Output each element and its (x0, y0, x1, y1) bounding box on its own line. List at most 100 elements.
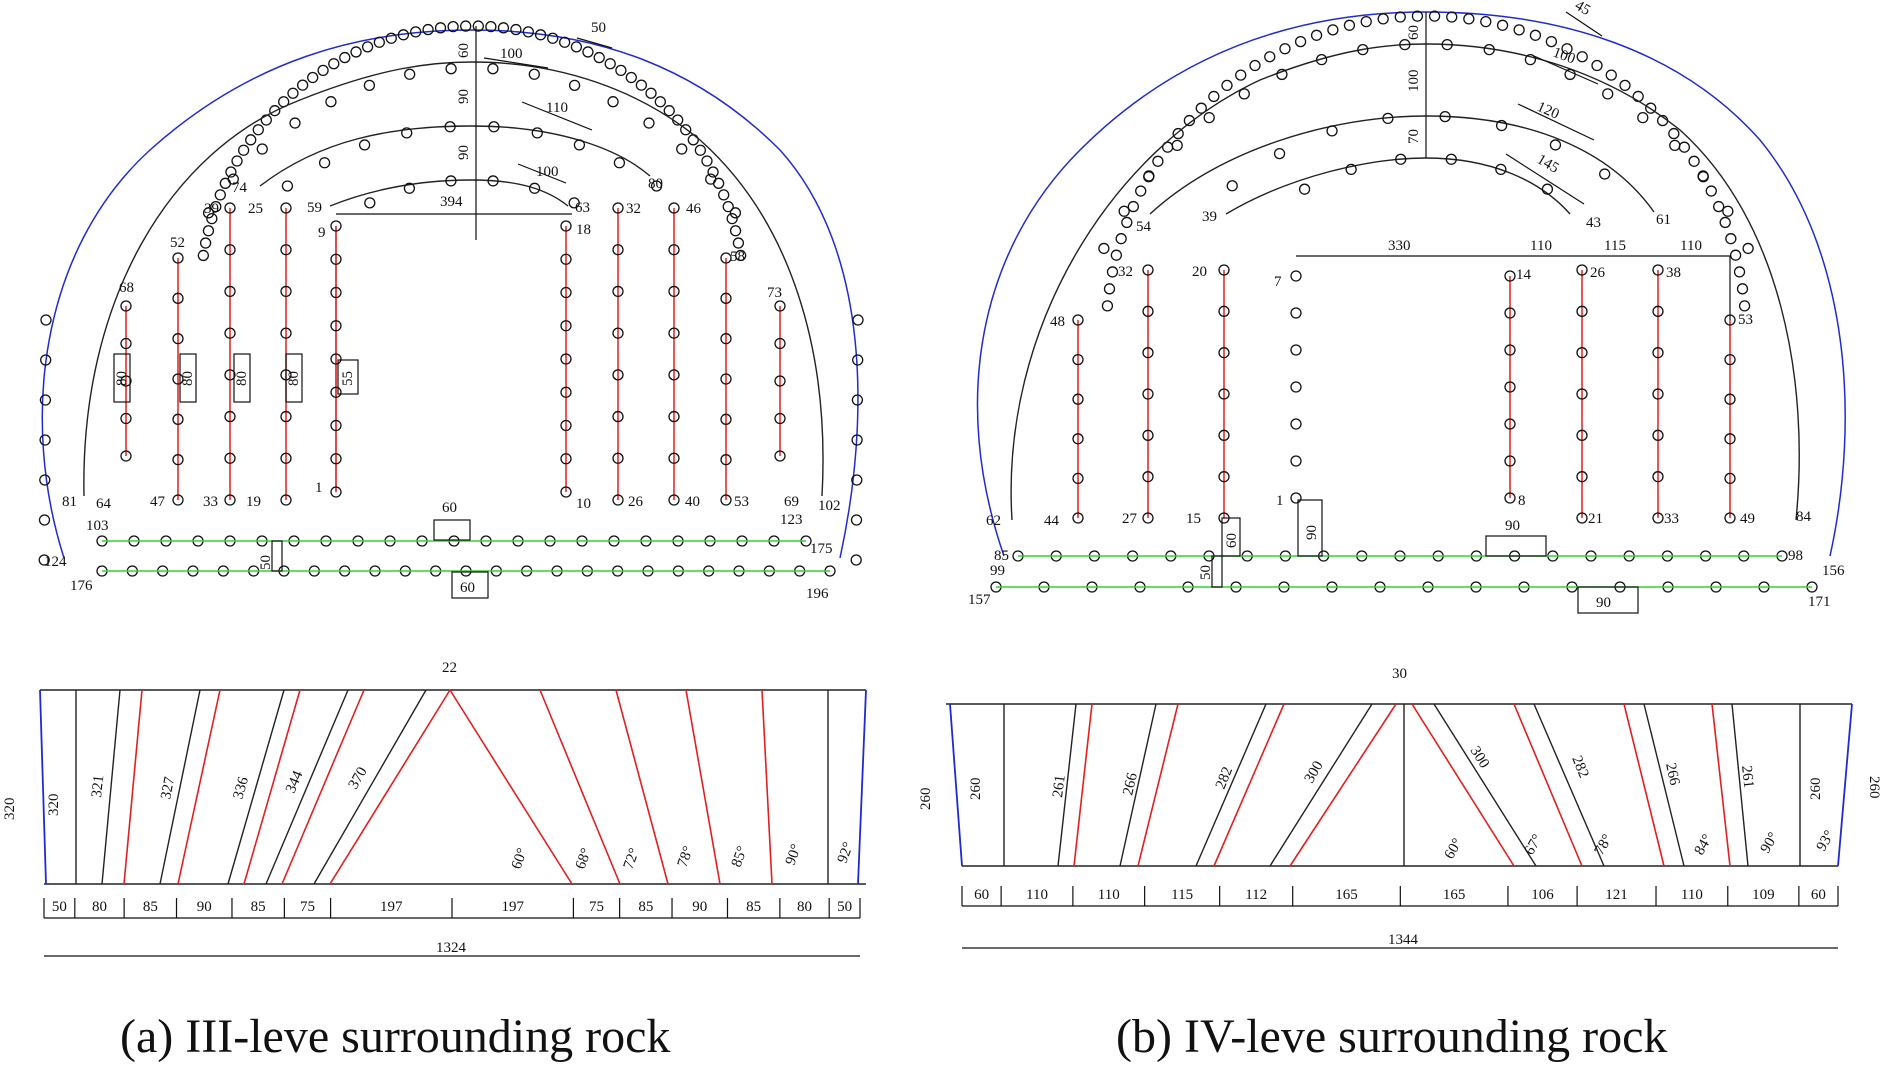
blast-hole (560, 220, 572, 232)
hole-label: 25 (248, 201, 263, 217)
panel-b-hole-labels: 99 62 44 27 15 1 8 21 33 49 84 156 98 85… (968, 209, 1845, 610)
blast-hole (510, 23, 522, 36)
blast-hole (434, 22, 447, 34)
panel-b-longitudinal-section: 260 260 260 260 261 266 282 300 300 282 … (918, 666, 1882, 949)
hole-label: 7 (1274, 274, 1282, 290)
blast-hole (1738, 300, 1751, 312)
hole-label: 103 (86, 518, 109, 534)
blast-hole (280, 494, 292, 506)
blast-hole (231, 155, 243, 167)
blast-hole (612, 452, 624, 464)
blast-hole (472, 20, 484, 32)
blast-hole (1652, 347, 1664, 359)
blast-hole (560, 320, 572, 332)
panel-a-hole-labels: 124 81 64 47 33 19 1 10 26 40 53 69 123 … (44, 176, 841, 602)
blast-hole (1279, 43, 1291, 55)
angle-labels: 60° 68° 72° 78° 85° 90° 92° (509, 840, 857, 871)
hole-label: 74 (232, 180, 248, 196)
blast-hole (645, 87, 657, 99)
blast-hole (120, 300, 132, 312)
blast-hole (1733, 266, 1746, 278)
hole-label: 43 (1586, 215, 1601, 231)
blast-hole (560, 253, 572, 265)
blast-hole (39, 474, 51, 486)
blast-hole (281, 180, 294, 192)
blast-hole (668, 202, 680, 214)
dim-label: 260 (918, 788, 934, 811)
blast-hole (1290, 344, 1302, 356)
blast-hole (1576, 388, 1588, 400)
blast-hole (1668, 127, 1680, 140)
spacing-label: 85 (638, 899, 653, 915)
dim-80-box (113, 353, 131, 403)
blast-hole (38, 514, 51, 526)
dim-label: 394 (440, 194, 463, 210)
blast-hole (643, 117, 655, 129)
blast-hole (1576, 264, 1588, 276)
hole-line (1623, 703, 1665, 867)
dim-90-box (1297, 499, 1323, 557)
hole-label: 99 (990, 563, 1005, 579)
hole-line (1289, 703, 1397, 867)
blast-hole (1218, 388, 1230, 400)
blast-hole (1446, 11, 1458, 23)
blast-hole (522, 26, 534, 38)
blast-hole (1736, 283, 1749, 295)
arc-4 (1225, 157, 1571, 215)
hole-label: 38 (1666, 265, 1681, 281)
blast-hole (1345, 163, 1357, 176)
blast-hole (720, 373, 732, 385)
blast-hole (560, 453, 572, 465)
hole-label: 124 (44, 554, 67, 570)
blast-hole (568, 197, 580, 209)
hole-label: 15 (1186, 511, 1201, 527)
spacing-label: 121 (1605, 887, 1628, 903)
blast-hole (707, 166, 719, 178)
blast-hole (852, 314, 864, 326)
spacing-label: 197 (501, 899, 524, 915)
hole-line (159, 689, 201, 885)
blast-hole (397, 29, 410, 41)
blast-hole (1504, 455, 1516, 467)
blast-hole (705, 173, 717, 185)
blast-hole (531, 127, 543, 139)
panel-b-dimensions: 330 110 115 110 45 60 100 100 120 70 145… (1198, 0, 1731, 614)
angle-label: 78° (675, 844, 697, 869)
blast-hole (1142, 388, 1154, 400)
blast-hole (680, 124, 692, 136)
blast-hole (1294, 35, 1307, 48)
blast-hole (1652, 471, 1664, 483)
angle-label: 72° (621, 846, 643, 871)
hole-label: 54 (1136, 219, 1152, 235)
hole-line (1213, 703, 1285, 867)
dim-60-box (1221, 517, 1241, 557)
dim-label: 145 (1534, 152, 1561, 177)
blast-hole (120, 412, 132, 425)
blast-hole (1327, 24, 1339, 36)
blast-hole (497, 22, 510, 34)
cut-hole-lines-right (449, 689, 773, 885)
blast-hole (1072, 393, 1084, 405)
dim-label: 90 (456, 145, 472, 160)
blast-hole (40, 314, 52, 326)
angle-label: 93° (1814, 828, 1838, 854)
blast-hole (850, 554, 862, 566)
dim-label: 344 (283, 768, 307, 795)
arc-3 (1149, 115, 1655, 215)
blast-hole (202, 207, 215, 219)
hole-label: 20 (1192, 264, 1207, 280)
dim-label: 90 (456, 89, 472, 104)
blast-hole (1377, 13, 1389, 25)
hole-label: 10 (576, 496, 591, 512)
blast-hole (260, 114, 272, 126)
blast-hole (1652, 305, 1664, 317)
blast-hole (534, 29, 547, 41)
blast-hole (668, 410, 680, 423)
total-length-label: 1324 (436, 940, 467, 956)
right-contour-line (857, 689, 867, 885)
angle-label: 78° (1592, 832, 1616, 858)
blast-hole (1127, 200, 1139, 213)
blast-hole (722, 201, 734, 213)
blast-hole (612, 327, 624, 339)
